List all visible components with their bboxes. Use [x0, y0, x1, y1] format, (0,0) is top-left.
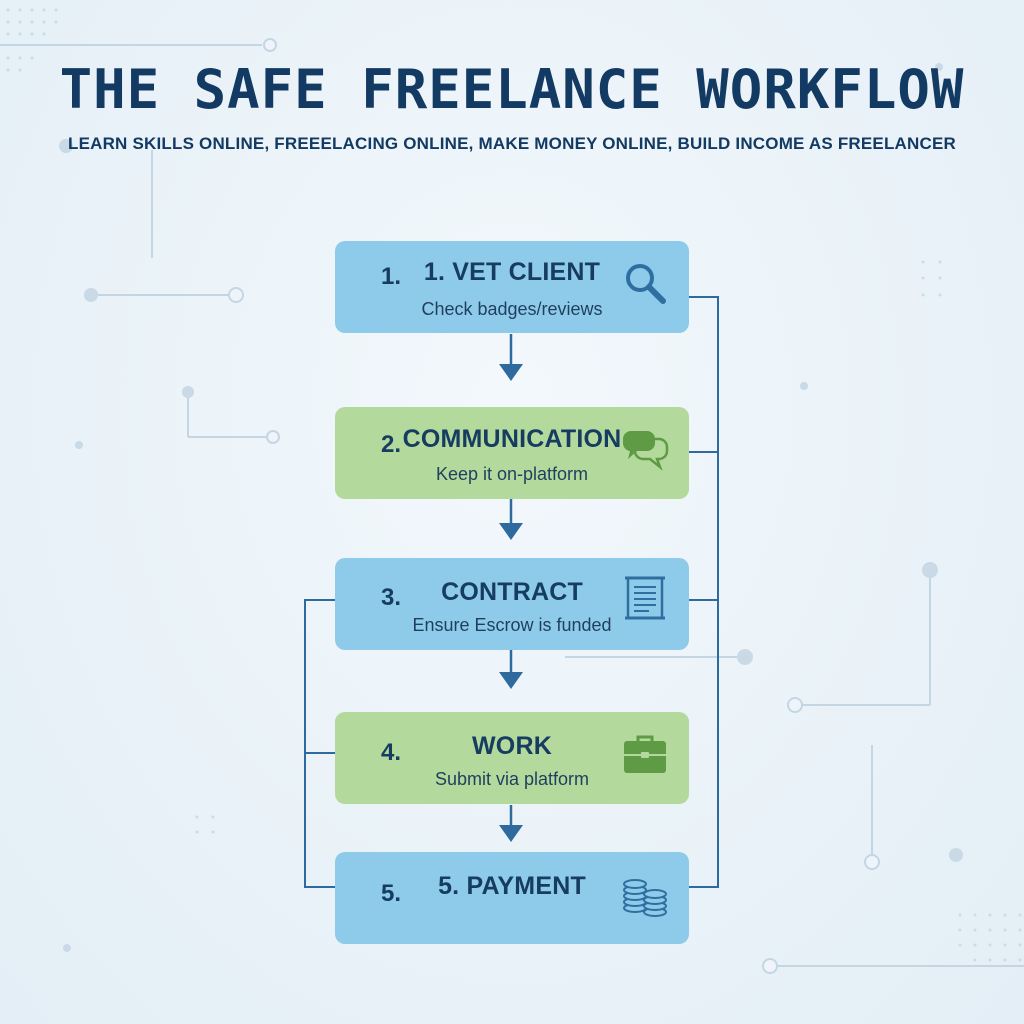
step-title: CONTRACT [441, 578, 583, 606]
coin-stack-icon [623, 879, 667, 917]
briefcase-icon [624, 735, 666, 773]
step-number: 1. [381, 263, 402, 290]
chat-bubbles-icon [622, 431, 669, 471]
step-4-work: 4. WORK Submit via platform [335, 712, 689, 804]
left-feedback-line [304, 599, 335, 888]
step-number: 4. [381, 739, 402, 766]
step-description: Submit via platform [434, 769, 590, 789]
step-1-vet-client: 1. 1. VET CLIENT Check badges/reviews [335, 241, 689, 333]
step-title: 1. VET CLIENT [423, 258, 601, 286]
step-title: 5. PAYMENT [438, 872, 586, 900]
step-description: Ensure Escrow is funded [412, 615, 612, 635]
step-number: 5. [381, 880, 402, 907]
right-feedback-line [689, 296, 719, 888]
magnifier-icon [626, 264, 666, 304]
step-title: WORK [472, 732, 552, 760]
scroll-document-icon [625, 576, 665, 620]
step-2-communication: 2. COMMUNICATION Keep it on-platform [335, 407, 689, 499]
arrow-4-to-5 [499, 805, 523, 842]
step-description: Keep it on-platform [435, 464, 589, 484]
step-title: COMMUNICATION [402, 425, 622, 453]
page-title: THE SAFE FREELANCE WORKFLOW [59, 58, 965, 121]
step-5-payment: 5. 5. PAYMENT [335, 852, 689, 944]
step-3-contract: 3. CONTRACT Ensure Escrow is funded [335, 558, 689, 650]
arrow-1-to-2 [499, 334, 523, 381]
step-description: Check badges/reviews [421, 299, 603, 319]
arrow-2-to-3 [499, 499, 523, 540]
page-subtitle: LEARN SKILLS ONLINE, FREEELACING ONLINE,… [67, 134, 956, 153]
step-number: 3. [381, 584, 402, 611]
step-number: 2. [381, 431, 402, 458]
arrow-3-to-4 [499, 650, 523, 689]
